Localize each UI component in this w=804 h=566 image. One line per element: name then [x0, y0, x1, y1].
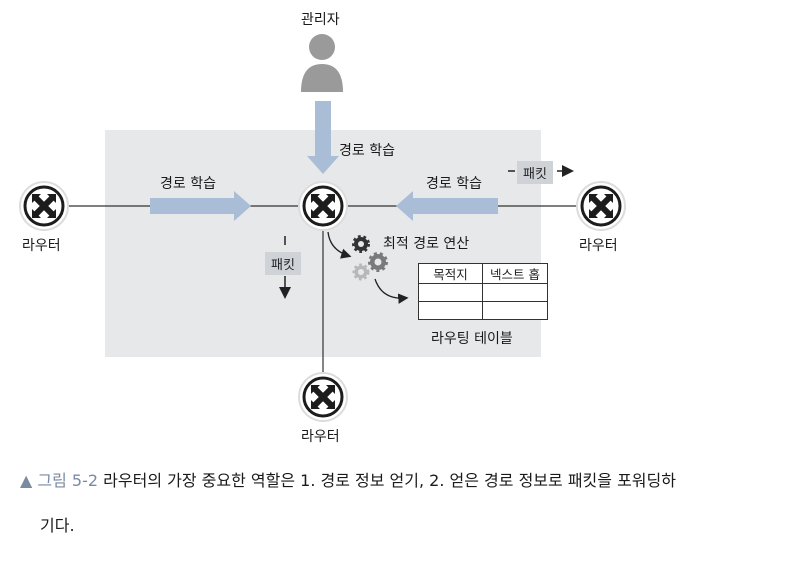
router-bottom-symbol — [299, 373, 347, 421]
table-cell — [418, 301, 483, 320]
caption-marker: ▲ — [20, 471, 33, 490]
admin-icon — [301, 34, 343, 92]
figure-number: 그림 5-2 — [37, 471, 99, 490]
router-bottom-label: 라우터 — [301, 429, 340, 445]
table-header-next-hop: 넥스트 홉 — [482, 263, 548, 284]
learn-label-left: 경로 학습 — [160, 176, 216, 192]
table-row — [418, 301, 548, 320]
caption-text: 라우터의 가장 중요한 역할은 1. 경로 정보 얻기, 2. 얻은 경로 정보… — [103, 471, 676, 490]
routing-table-caption: 라우팅 테이블 — [431, 331, 513, 347]
table-cell — [482, 301, 548, 320]
packet-label-right: 패킷 — [517, 161, 553, 184]
learn-arrow-left — [150, 191, 251, 221]
caption-text-line2: 기다. — [40, 516, 75, 535]
table-arrow — [374, 278, 409, 304]
learn-label-right: 경로 학습 — [426, 176, 482, 192]
compute-arrow — [327, 231, 352, 259]
router-center — [299, 182, 347, 230]
packet-label-down: 패킷 — [265, 252, 301, 275]
figure-caption: ▲ 그림 5-2 라우터의 가장 중요한 역할은 1. 경로 정보 얻기, 2.… — [20, 470, 676, 492]
router-right-label: 라우터 — [579, 238, 618, 254]
table-header-row: 목적지 넥스트 홉 — [418, 263, 548, 284]
router-right-symbol — [577, 182, 625, 230]
table-row — [418, 283, 548, 302]
learn-arrow-right — [396, 191, 498, 221]
routing-table: 목적지 넥스트 홉 — [418, 263, 548, 320]
router-left-symbol — [20, 182, 68, 230]
learn-arrow-down — [307, 101, 339, 174]
table-header-destination: 목적지 — [418, 263, 483, 284]
gears-icon — [352, 235, 388, 281]
optimal-path-label: 최적 경로 연산 — [383, 236, 470, 252]
admin-label: 관리자 — [301, 12, 340, 28]
router-left-label: 라우터 — [22, 238, 61, 254]
learn-label-top: 경로 학습 — [339, 143, 395, 159]
table-cell — [482, 283, 548, 302]
table-cell — [418, 283, 483, 302]
